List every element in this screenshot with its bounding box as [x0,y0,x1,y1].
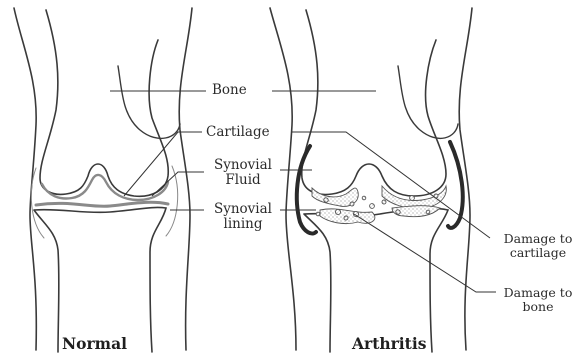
label-bone-text: Bone [212,82,247,98]
arthritis-femur [302,10,446,196]
label-damage-to-cartilage-line1: Damage to [499,232,577,246]
normal-tibia [34,207,166,352]
normal-knee [14,8,192,352]
caption-arthritis: Arthritis [352,334,426,353]
caption-arthritis-text: Arthritis [352,334,426,353]
label-synovial-fluid: Synovial Fluid [206,158,280,188]
label-damage-to-bone-line2: bone [499,300,577,314]
debris-dot [344,216,348,220]
label-damage-to-bone-line1: Damage to [499,286,577,300]
label-cartilage: Cartilage [204,125,272,140]
debris-dot [316,212,320,216]
label-synovial-fluid-line2: Fluid [208,173,278,188]
leader-damage-bone [354,214,496,292]
arthritis-tibia [304,208,448,352]
label-synovial-fluid-line1: Synovial [208,158,278,173]
leader-lines [110,91,496,292]
debris-dot [362,196,366,200]
caption-normal: Normal [62,334,127,353]
normal-femur-cartilage [42,175,168,200]
label-damage-to-cartilage: Damage to cartilage [497,232,579,260]
debris-dot [335,209,340,214]
arthritis-capsule-right [448,142,463,228]
label-damage-to-cartilage-line2: cartilage [499,246,577,260]
debris-dot [410,196,415,201]
normal-leg-outline-right [179,8,192,350]
caption-normal-text: Normal [62,334,127,353]
debris-dot [396,210,400,214]
debris-dot [350,202,354,206]
label-synovial-lining: Synovial lining [206,202,280,232]
arthritis-knee [270,8,472,352]
debris-dot [324,198,328,202]
debris-dot [382,200,386,204]
normal-tibia-cartilage [36,202,168,206]
label-bone: Bone [210,83,249,98]
arthritis-debris [312,186,446,224]
debris-dot [426,210,430,214]
debris-dot [370,204,375,209]
label-synovial-lining-line1: Synovial [208,202,278,217]
label-cartilage-text: Cartilage [206,124,270,140]
arthritis-patella [398,66,458,138]
label-synovial-lining-line2: lining [208,217,278,232]
normal-femur [40,10,168,196]
label-damage-to-bone: Damage to bone [497,286,579,314]
